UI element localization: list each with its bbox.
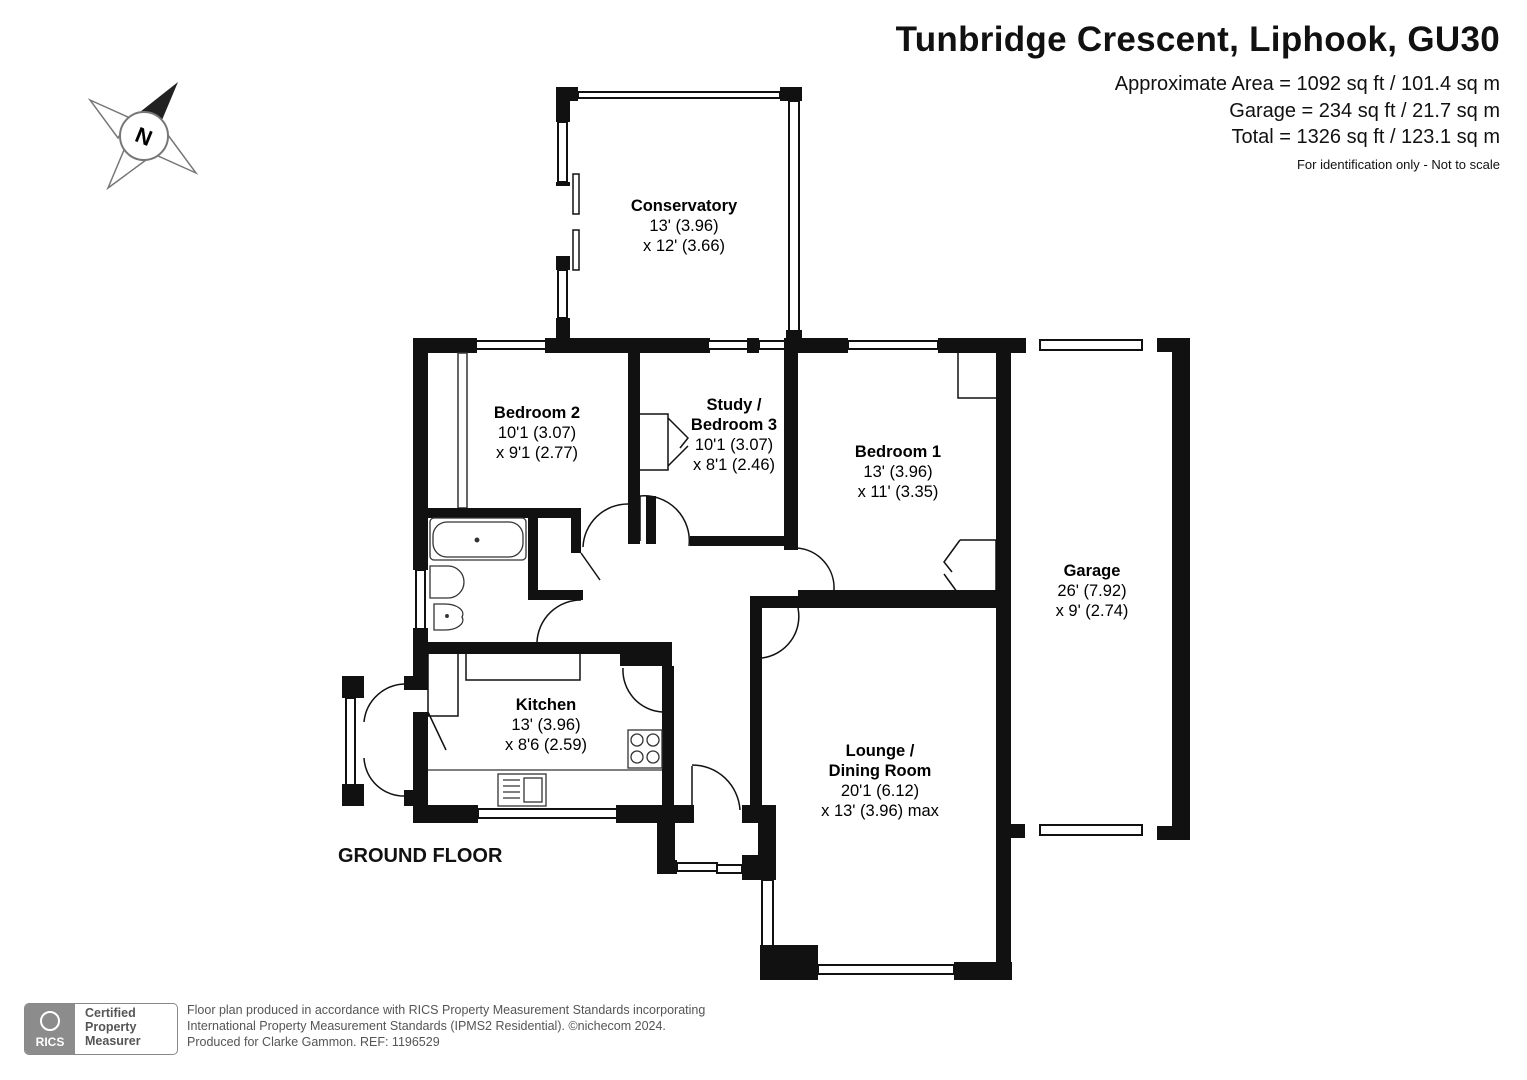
room-dimension: x 8'1 (2.46) <box>693 456 775 474</box>
compass-north-icon: N <box>87 82 199 191</box>
room-bedroom-2: Bedroom 2 10'1 (3.07) x 9'1 (2.77) <box>494 404 580 462</box>
rics-logo: RICS <box>25 1004 75 1054</box>
room-bedroom-1: Bedroom 1 13' (3.96) x 11' (3.35) <box>855 443 941 501</box>
badge-line: Property <box>85 1020 137 1034</box>
bathroom-fittings <box>429 517 527 631</box>
room-dimension: 13' (3.96) <box>649 217 718 235</box>
footer-line: Produced for Clarke Gammon. REF: 1196529 <box>187 1035 440 1049</box>
room-dimension: 13' (3.96) <box>511 716 580 734</box>
room-dimension: 10'1 (3.07) <box>498 424 576 442</box>
footer-line: International Property Measurement Stand… <box>187 1019 666 1033</box>
room-dimension: x 13' (3.96) max <box>821 802 940 820</box>
house-walls <box>342 338 1190 980</box>
kitchen-fittings <box>428 729 663 807</box>
room-dimension: 26' (7.92) <box>1057 582 1126 600</box>
room-name: Conservatory <box>631 197 738 215</box>
room-dimension: 20'1 (6.12) <box>841 782 919 800</box>
room-name: Bedroom 3 <box>691 416 777 434</box>
disclaimer: For identification only - Not to scale <box>1296 157 1500 172</box>
room-study-bedroom-3: Study / Bedroom 3 10'1 (3.07) x 8'1 (2.4… <box>691 396 777 474</box>
room-name: Dining Room <box>829 762 932 780</box>
badge-line: Certified <box>85 1006 136 1020</box>
room-dimension: 13' (3.96) <box>863 463 932 481</box>
room-conservatory: Conservatory 13' (3.96) x 12' (3.66) <box>631 197 738 255</box>
room-dimension: x 11' (3.35) <box>858 483 939 501</box>
badge-text: Certified Property Measurer <box>85 1006 141 1048</box>
rics-certified-badge: RICS Certified Property Measurer <box>24 1003 178 1055</box>
room-dimension: x 9' (2.74) <box>1056 602 1129 620</box>
footer-note: Floor plan produced in accordance with R… <box>187 1002 705 1050</box>
room-name: Garage <box>1064 562 1121 580</box>
room-dimension: 10'1 (3.07) <box>695 436 773 454</box>
room-lounge-dining: Lounge / Dining Room 20'1 (6.12) x 13' (… <box>821 742 940 820</box>
conservatory-walls <box>556 87 802 342</box>
approximate-area: Approximate Area = 1092 sq ft / 101.4 sq… <box>1114 73 1500 95</box>
room-name: Bedroom 2 <box>494 404 580 422</box>
rics-emblem-icon <box>40 1011 60 1031</box>
footer-line: Floor plan produced in accordance with R… <box>187 1003 706 1017</box>
room-name: Lounge / <box>846 742 915 760</box>
room-name: Kitchen <box>516 696 577 714</box>
total-area: Total = 1326 sq ft / 123.1 sq m <box>1231 126 1501 148</box>
door-swings <box>363 353 997 811</box>
room-name: Study / <box>706 396 761 414</box>
rics-logo-text: RICS <box>35 1035 65 1049</box>
room-dimension: x 12' (3.66) <box>643 237 725 255</box>
plan-title: Tunbridge Crescent, Liphook, GU30 <box>895 20 1500 59</box>
floor-label: GROUND FLOOR <box>338 845 503 867</box>
room-dimension: x 8'6 (2.59) <box>505 736 587 754</box>
room-garage: Garage 26' (7.92) x 9' (2.74) <box>1056 562 1129 620</box>
garage-area: Garage = 234 sq ft / 21.7 sq m <box>1229 100 1500 122</box>
room-name: Bedroom 1 <box>855 443 941 461</box>
badge-line: Measurer <box>85 1034 141 1048</box>
room-kitchen: Kitchen 13' (3.96) x 8'6 (2.59) <box>505 696 587 754</box>
room-dimension: x 9'1 (2.77) <box>496 444 578 462</box>
